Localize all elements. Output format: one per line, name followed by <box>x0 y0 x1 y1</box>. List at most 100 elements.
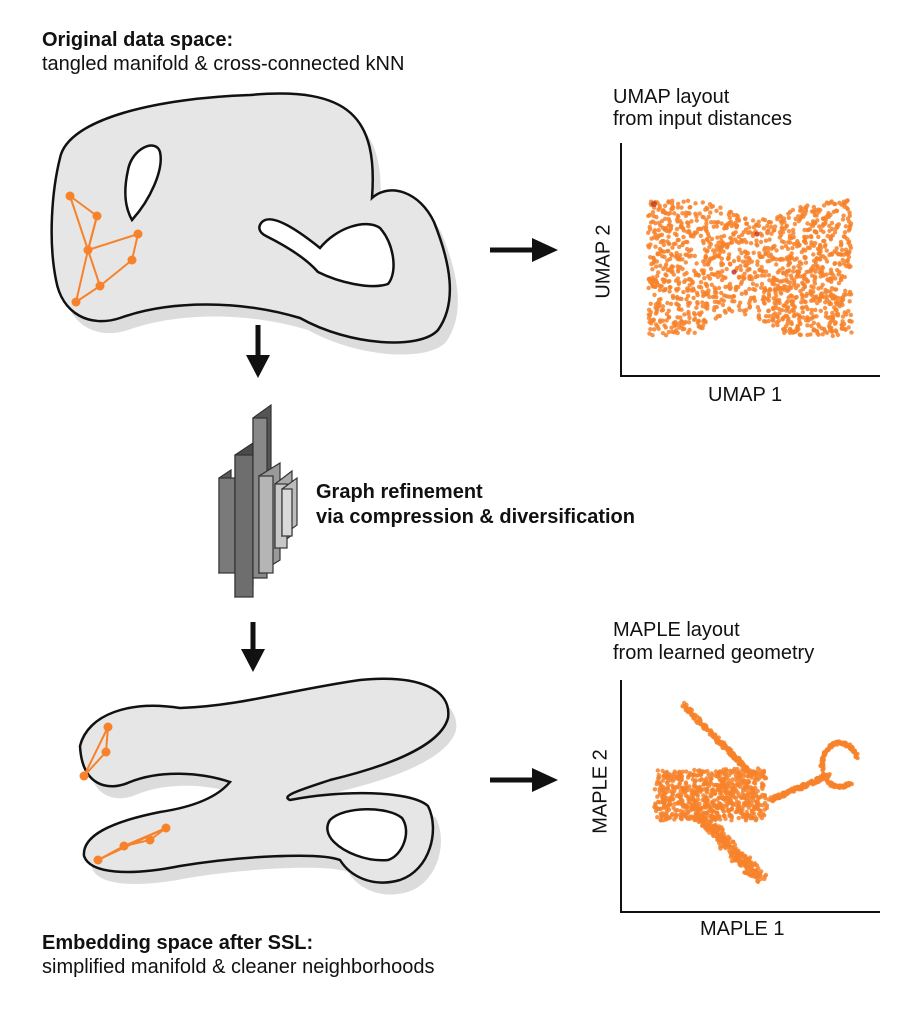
scatter-point <box>809 311 814 316</box>
scatter-point <box>747 286 752 292</box>
scatter-point <box>746 791 751 796</box>
scatter-point <box>724 802 729 807</box>
scatter-point <box>776 287 781 292</box>
scatter-point <box>797 274 803 279</box>
scatter-point <box>822 329 828 334</box>
scatter-point <box>828 251 834 257</box>
scatter-point <box>696 272 701 278</box>
scatter-point <box>725 783 731 788</box>
scatter-point <box>680 257 685 262</box>
scatter-point <box>816 322 821 327</box>
scatter-point <box>840 295 846 300</box>
scatter-point <box>775 217 780 222</box>
scatter-point <box>805 323 810 328</box>
scatter-point <box>678 224 683 230</box>
scatter-point <box>784 224 789 229</box>
scatter-point <box>763 872 769 878</box>
scatter-point <box>738 776 743 781</box>
scatter-point <box>820 762 826 768</box>
scatter-point <box>789 328 794 334</box>
scatter-point <box>698 772 703 778</box>
scatter-point <box>692 230 697 235</box>
scatter-point <box>743 818 749 823</box>
embedding-manifold <box>78 677 457 895</box>
scatter-point <box>695 300 700 305</box>
scatter-point <box>741 773 746 779</box>
scatter-point <box>717 773 722 778</box>
scatter-point <box>754 238 759 243</box>
scatter-point <box>819 293 824 299</box>
scatter-point <box>691 311 697 316</box>
scatter-point <box>714 739 719 745</box>
scatter-point <box>821 238 826 244</box>
original-manifold-hole-1 <box>124 144 162 223</box>
scatter-point <box>713 316 718 321</box>
scatter-point <box>785 306 790 311</box>
scatter-point <box>692 316 698 322</box>
scatter-point <box>723 275 728 280</box>
scatter-point <box>683 260 688 265</box>
scatter-point <box>811 320 817 326</box>
scatter-point <box>709 808 714 813</box>
scatter-point <box>797 332 802 337</box>
scatter-point <box>757 268 763 273</box>
scatter-point <box>665 805 671 810</box>
scatter-point <box>847 213 852 218</box>
scatter-point <box>716 824 722 829</box>
scatter-point <box>742 870 748 875</box>
scatter-point <box>846 783 851 788</box>
scatter-point <box>653 805 658 810</box>
scatter-point <box>657 800 662 805</box>
scatter-point <box>689 288 694 293</box>
scatter-point <box>780 316 785 321</box>
scatter-point <box>750 218 756 223</box>
scatter-point <box>763 269 769 274</box>
scatter-point <box>766 294 772 299</box>
scatter-point <box>840 314 846 319</box>
scatter-point <box>765 223 770 229</box>
scatter-point <box>816 210 821 215</box>
scatter-point <box>829 220 835 226</box>
scatter-point <box>747 257 752 262</box>
scatter-point <box>841 213 846 218</box>
scatter-point <box>709 282 714 287</box>
scatter-point <box>662 216 668 221</box>
scatter-point <box>662 203 668 208</box>
scatter-point <box>655 273 660 279</box>
embedding-knn-nodes-1 <box>79 722 113 781</box>
scatter-point <box>736 240 742 245</box>
scatter-point <box>828 200 833 205</box>
scatter-point <box>714 243 719 249</box>
scatter-point <box>801 315 806 320</box>
scatter-point <box>724 769 730 774</box>
scatter-point <box>683 252 688 257</box>
scatter-point <box>661 288 666 293</box>
umap-title-line2: from input distances <box>613 108 792 130</box>
scatter-point <box>760 792 765 798</box>
scatter-point <box>727 252 732 257</box>
scatter-point <box>749 773 754 778</box>
scatter-point <box>786 295 791 300</box>
maple-title-line1: MAPLE layout <box>613 619 740 641</box>
scatter-point <box>698 807 704 812</box>
scatter-point <box>661 791 666 796</box>
scatter-point <box>736 793 741 798</box>
scatter-point <box>710 801 715 806</box>
scatter-point <box>844 198 850 203</box>
scatter-point <box>656 220 662 226</box>
scatter-point <box>825 315 831 320</box>
scatter-point <box>664 780 670 785</box>
scatter-point <box>843 224 849 229</box>
scatter-point <box>737 247 742 252</box>
scatter-point <box>698 784 703 790</box>
scatter-point <box>840 323 845 328</box>
scatter-point <box>847 744 853 750</box>
scatter-point <box>795 283 801 288</box>
scatter-point <box>759 281 765 287</box>
scatter-point <box>655 768 660 773</box>
scatter-point <box>730 845 736 850</box>
scatter-point <box>766 298 771 303</box>
scatter-point <box>719 262 724 268</box>
scatter-point <box>803 255 808 260</box>
scatter-point <box>848 292 854 297</box>
